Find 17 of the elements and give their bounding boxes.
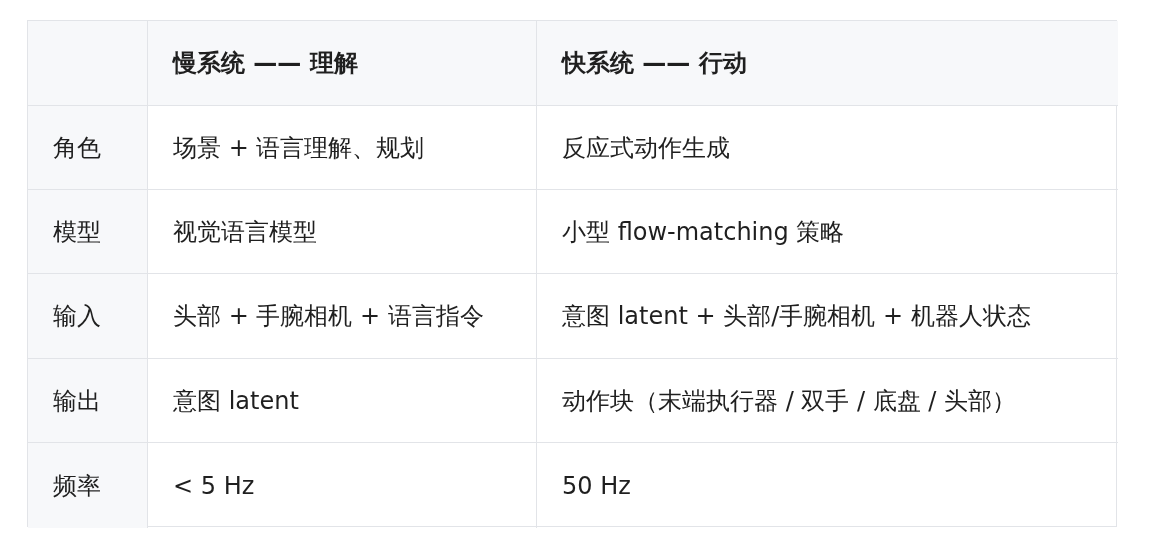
row-header-cell: 输出 <box>28 359 148 443</box>
header-cell: 慢系统 —— 理解 <box>148 21 537 106</box>
row-header-cell: 角色 <box>28 106 148 190</box>
table-cell: 意图 latent + 头部/手腕相机 + 机器人状态 <box>537 274 1118 359</box>
header-cell: 快系统 —— 行动 <box>537 21 1118 106</box>
table-cell: 意图 latent <box>148 359 537 443</box>
table-cell: 小型 flow-matching 策略 <box>537 190 1118 274</box>
table-cell: 头部 + 手腕相机 + 语言指令 <box>148 274 537 359</box>
table-cell: 反应式动作生成 <box>537 106 1118 190</box>
table-cell: < 5 Hz <box>148 443 537 528</box>
row-header-cell: 模型 <box>28 190 148 274</box>
table-cell: 视觉语言模型 <box>148 190 537 274</box>
table-cell: 动作块（末端执行器 / 双手 / 底盘 / 头部） <box>537 359 1118 443</box>
table-cell-text: 50 Hz <box>561 470 632 502</box>
table-cell: 场景 + 语言理解、规划 <box>148 106 537 190</box>
row-header-cell: 输入 <box>28 274 148 359</box>
row-header-cell: 频率 <box>28 443 148 528</box>
